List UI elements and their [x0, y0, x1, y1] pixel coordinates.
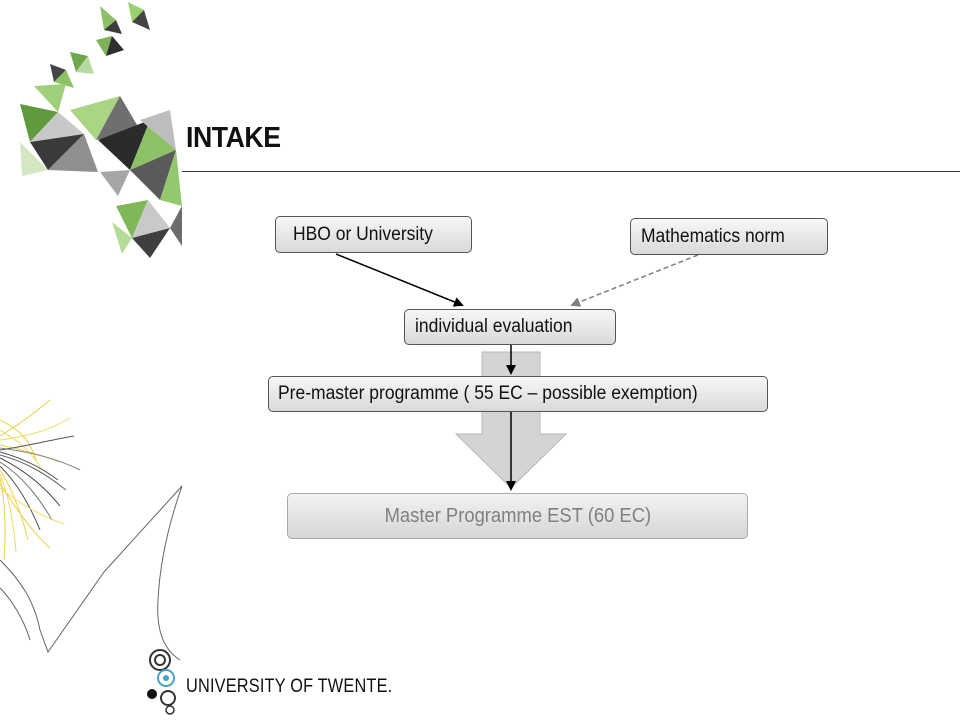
node-label: Pre-master programme ( 55 EC – possible … — [278, 383, 698, 404]
university-logo-icon — [147, 649, 176, 715]
node-mathematics-norm: Mathematics norm — [630, 218, 828, 255]
university-name: UNIVERSITY OF TWENTE. — [186, 676, 393, 697]
title-divider — [182, 171, 960, 172]
node-hbo-or-university: HBO or University — [275, 216, 472, 253]
sun-burst-decoration-icon — [0, 399, 81, 561]
edge-math-to-evaluation — [570, 254, 699, 307]
line-art-decoration — [0, 485, 183, 661]
node-individual-evaluation: individual evaluation — [404, 309, 616, 345]
node-master-programme: Master Programme EST (60 EC) — [287, 493, 748, 539]
node-label: HBO or University — [293, 223, 433, 245]
geometric-pattern-decoration-icon — [20, 2, 182, 258]
edge-hbo-to-evaluation — [335, 253, 464, 307]
node-label: individual evaluation — [415, 316, 573, 337]
slide-title: INTAKE — [186, 122, 281, 154]
node-label: Master Programme EST (60 EC) — [384, 504, 651, 527]
node-pre-master-programme: Pre-master programme ( 55 EC – possible … — [268, 376, 768, 412]
node-label: Mathematics norm — [641, 225, 785, 247]
